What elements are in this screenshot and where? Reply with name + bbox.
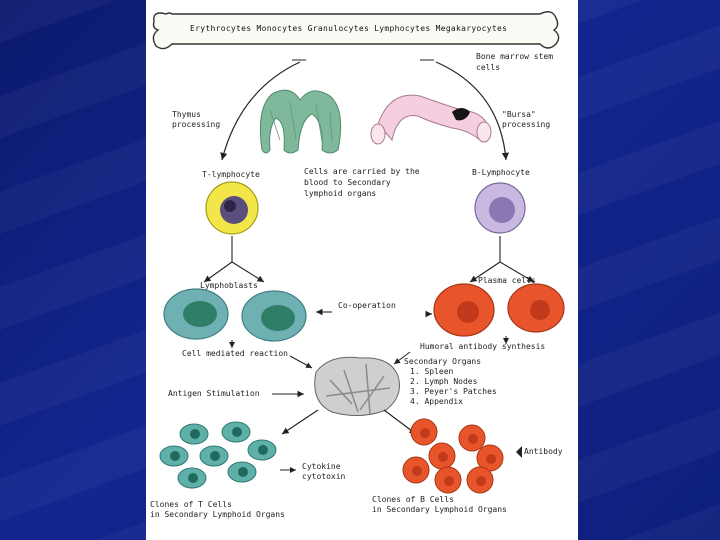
humoral-label: Humoral antibody synthesis bbox=[420, 342, 546, 351]
arrow-b-to-plasma-right bbox=[499, 261, 535, 283]
stem-cells-label-1: Bone marrow stem bbox=[476, 52, 554, 61]
secondary-organ-2: 2. Lymph Nodes bbox=[410, 377, 478, 386]
arrow-to-b-lymphocyte bbox=[435, 61, 509, 161]
t-lymphocyte-cell bbox=[205, 181, 259, 235]
arrow-to-t-lymphocyte bbox=[220, 61, 301, 161]
arrow-b-to-plasma-left bbox=[469, 261, 501, 283]
antibody-pointer bbox=[516, 446, 522, 458]
thymus-organ bbox=[259, 89, 342, 154]
lymphoblast-cell-1 bbox=[163, 288, 229, 340]
arrow-to-organ-right bbox=[393, 351, 411, 365]
arrow-t-to-lymphoblast-left bbox=[203, 261, 233, 283]
stem-cells-label-2: cells bbox=[476, 63, 501, 72]
antibody-label: Antibody bbox=[524, 447, 563, 456]
bone-cell-types-label: Erythrocytes Monocytes Granulocytes Lymp… bbox=[190, 24, 508, 33]
cytokine-label-2: cytotoxin bbox=[302, 472, 346, 481]
cooperation-label: Co-operation bbox=[338, 301, 396, 310]
thymus-label-2: processing bbox=[172, 120, 221, 129]
plasma-cells-label: Plasma cells bbox=[478, 276, 536, 285]
cell-mediated-label: Cell mediated reaction bbox=[182, 349, 288, 358]
carried-label-1: Cells are carried by the bbox=[304, 167, 420, 176]
b-lymphocyte-cell bbox=[474, 182, 526, 234]
plasma-cell-1 bbox=[433, 283, 495, 337]
antigen-stimulation-label: Antigen Stimulation bbox=[168, 389, 260, 398]
arrow-to-organ-left bbox=[289, 355, 313, 369]
secondary-organs-title: Secondary Organs bbox=[404, 357, 482, 366]
b-cell-clone-nuclei bbox=[412, 428, 496, 486]
bone-marrow-bone bbox=[152, 11, 560, 50]
bursa-organ bbox=[370, 94, 492, 145]
carried-label-3: lymphoid organs bbox=[304, 189, 377, 198]
clones-t-label-2: in Secondary Lymphoid Organs bbox=[150, 510, 285, 519]
carried-label-2: blood to Secondary bbox=[304, 178, 391, 187]
clones-b-label-2: in Secondary Lymphoid Organs bbox=[372, 505, 507, 514]
bursa-label-2: processing bbox=[502, 120, 551, 129]
lymphoblast-cell-2 bbox=[241, 290, 307, 342]
lymphoblasts-label: Lymphoblasts bbox=[200, 281, 258, 290]
b-lymphocyte-label: B-Lymphocyte bbox=[472, 168, 530, 177]
t-cell-clone-nuclei bbox=[170, 427, 268, 483]
arrow-t-to-lymphoblast-right bbox=[231, 261, 265, 283]
secondary-organ-3: 3. Peyer's Patches bbox=[410, 387, 497, 396]
secondary-organ-4: 4. Appendix bbox=[410, 397, 463, 406]
secondary-organ-1: 1. Spleen bbox=[410, 367, 454, 376]
thymus-label-1: Thymus bbox=[172, 110, 201, 119]
clones-t-label-1: Clones of T Cells bbox=[150, 500, 232, 509]
clones-b-label-1: Clones of B Cells bbox=[372, 495, 454, 504]
plasma-cell-2 bbox=[507, 283, 565, 333]
bursa-label-1: "Bursa" bbox=[502, 110, 536, 119]
t-lymphocyte-label: T-lymphocyte bbox=[202, 170, 260, 179]
cytokine-label-1: Cytokine bbox=[302, 462, 341, 471]
arrow-to-t-clones bbox=[281, 409, 319, 435]
secondary-organ bbox=[314, 356, 400, 416]
